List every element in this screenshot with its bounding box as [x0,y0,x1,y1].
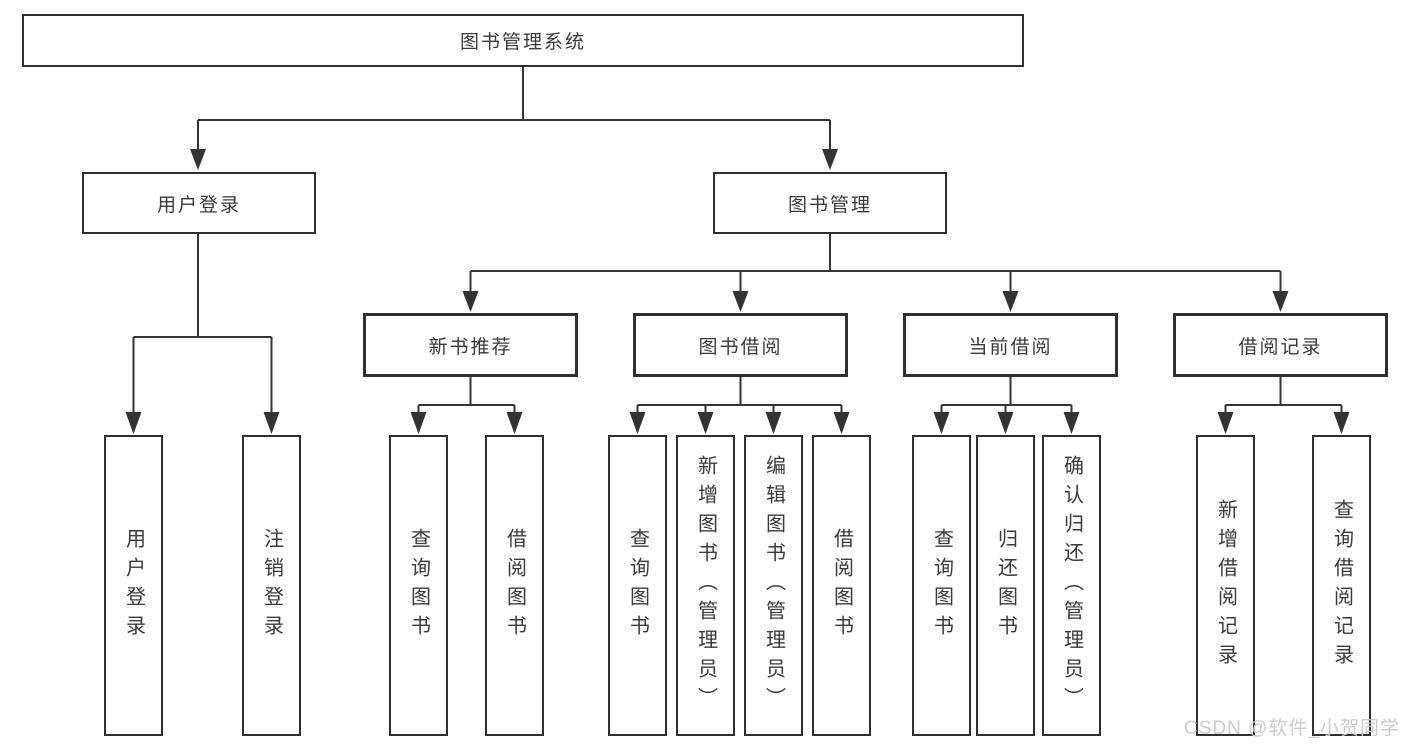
leaf-current-query-books-label: 查询图书 [930,527,953,644]
arrowhead [506,412,523,434]
arrowhead [462,291,479,312]
arrowhead [1333,412,1350,434]
leaf-current-return-books: 归还图书 [976,435,1035,736]
arrowhead [1063,412,1080,434]
csdn-watermark: CSDN @软件_小贺同学 [1184,718,1400,739]
leaf-borrow-query-books: 查询图书 [608,435,667,736]
leaf-current-confirm-return-admin: 确认归还（管理员） [1042,435,1101,736]
arrowhead [697,412,714,434]
leaf-recommend-query-books-label: 查询图书 [407,527,430,644]
connector-paths [132,67,1343,413]
node-user-login-label: 用户登录 [156,194,241,216]
node-root-label: 图书管理系统 [459,32,586,53]
leaf-borrow-edit-books-admin-label: 编辑图书（管理员） [762,455,785,716]
node-book-management-label: 图书管理 [787,194,872,216]
node-current-borrow: 当前借阅 [903,313,1118,377]
node-book-borrow: 图书借阅 [633,313,848,377]
node-root: 图书管理系统 [22,14,1024,67]
leaf-current-confirm-return-admin-label: 确认归还（管理员） [1060,455,1083,716]
leaf-record-add: 新增借阅记录 [1196,435,1255,736]
leaf-borrow-edit-books-admin: 编辑图书（管理员） [744,435,803,736]
node-current-borrow-label: 当前借阅 [968,336,1053,358]
arrowhead [732,291,749,312]
arrowhead [1272,291,1289,312]
leaf-current-return-books-label: 归还图书 [994,527,1017,644]
node-book-management: 图书管理 [713,172,947,234]
leaf-logout-label: 注销登录 [260,527,283,644]
leaf-recommend-borrow-books: 借阅图书 [485,435,544,736]
arrowhead [833,412,850,434]
arrowhead [410,412,427,434]
arrowhead [629,412,646,434]
node-borrow-record: 借阅记录 [1173,313,1388,377]
arrowhead [933,412,950,434]
node-new-book-recommend-label: 新书推荐 [428,336,513,358]
leaf-borrow-borrow-books: 借阅图书 [812,435,871,736]
leaf-borrow-query-books-label: 查询图书 [626,527,649,644]
leaf-borrow-add-books-admin: 新增图书（管理员） [676,435,735,736]
node-book-borrow-label: 图书借阅 [698,336,783,358]
arrowhead [1217,412,1234,434]
leaf-user-login-label: 用户登录 [122,527,145,644]
leaf-record-query-label: 查询借阅记录 [1330,498,1353,673]
node-user-login: 用户登录 [82,172,316,234]
leaf-record-query: 查询借阅记录 [1312,435,1371,736]
arrowhead [997,412,1014,434]
leaf-user-login: 用户登录 [104,435,163,736]
arrowhead [125,412,142,434]
arrowhead [190,149,206,170]
leaf-borrow-add-books-admin-label: 新增图书（管理员） [694,455,717,716]
arrowhead [822,149,838,170]
leaf-logout: 注销登录 [242,435,301,736]
arrowhead [1002,291,1019,312]
arrowhead [263,412,280,434]
node-new-book-recommend: 新书推荐 [363,313,578,377]
leaf-record-add-label: 新增借阅记录 [1214,498,1237,673]
leaf-recommend-borrow-books-label: 借阅图书 [503,527,526,644]
leaf-current-query-books: 查询图书 [912,435,971,736]
node-borrow-record-label: 借阅记录 [1238,336,1323,358]
leaf-recommend-query-books: 查询图书 [389,435,448,736]
leaf-borrow-borrow-books-label: 借阅图书 [830,527,853,644]
arrowhead [765,412,782,434]
